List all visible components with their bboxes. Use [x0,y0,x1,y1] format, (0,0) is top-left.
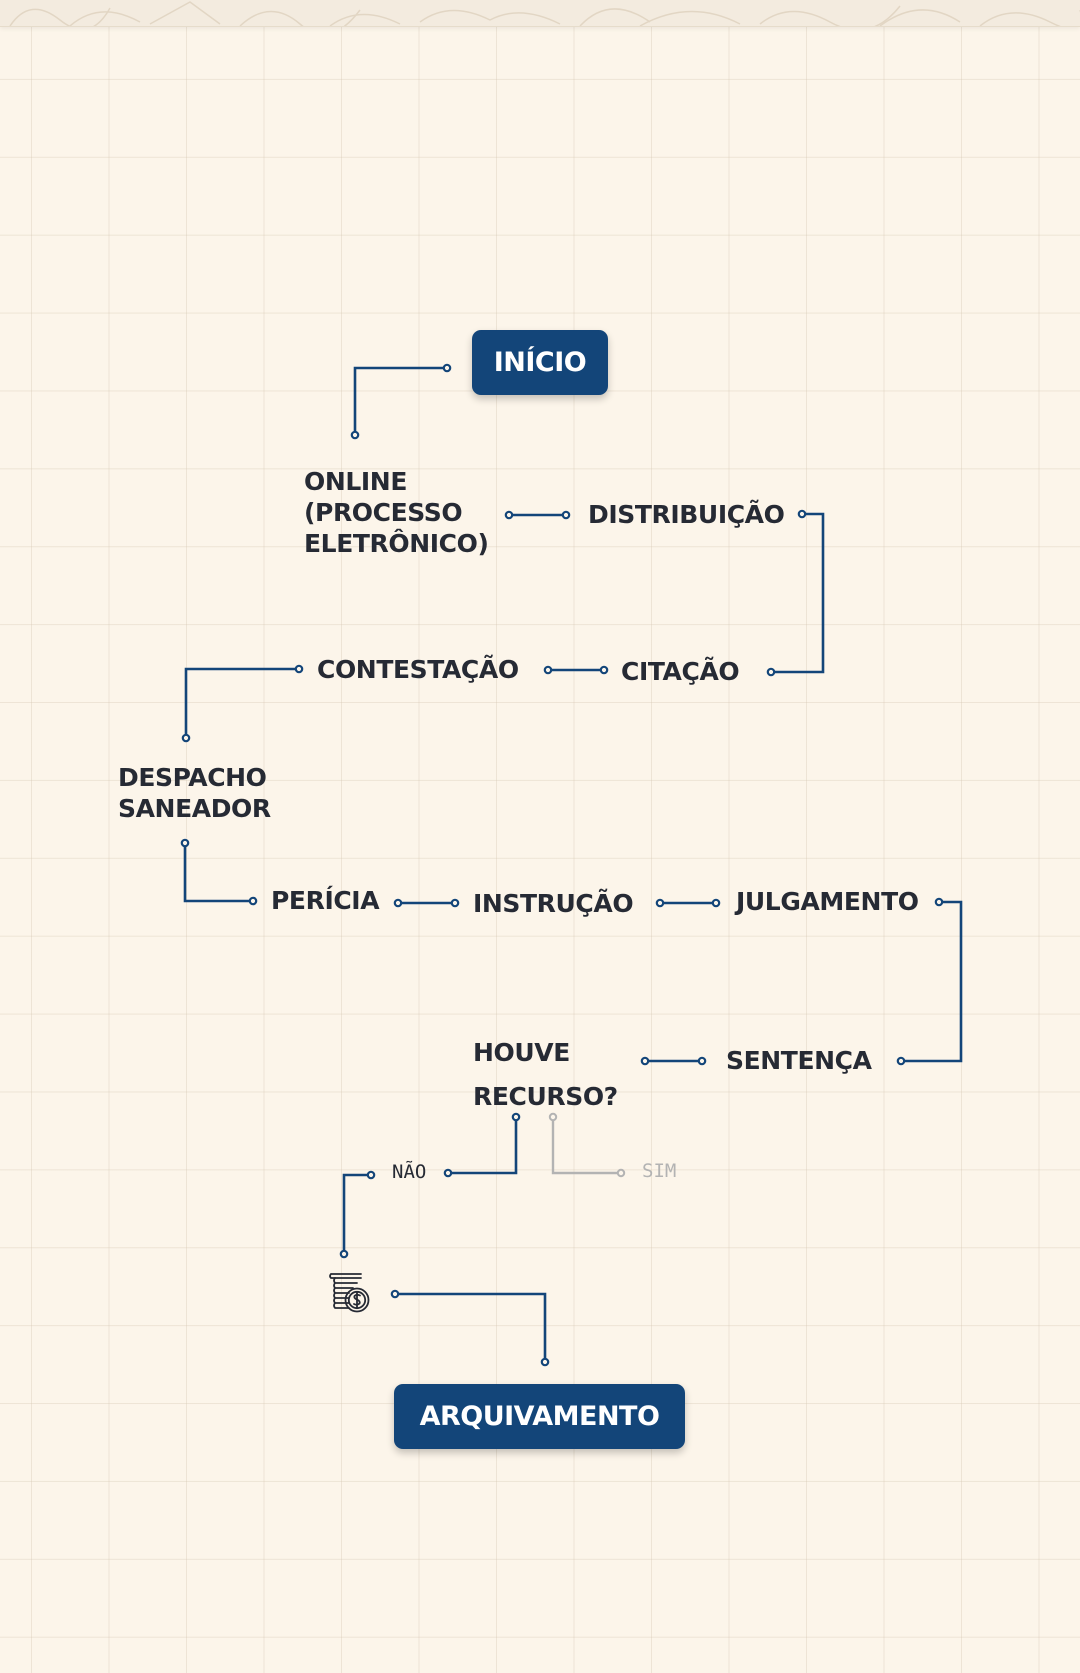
connector-online-distribuicao-start-dot [504,510,514,520]
end-node: ARQUIVAMENTO [394,1384,685,1449]
connector-recurso-sim-end-dot [616,1168,626,1178]
connector-julgamento-sentenca [901,900,963,1063]
step-instrucao: INSTRUÇÃO [473,889,634,918]
step-citacao: CITAÇÃO [621,657,740,686]
connector-pericia-instrucao-end-dot [450,898,460,908]
connector-pericia-instrucao-start-dot [393,898,403,908]
connector-icon-arquivamento [395,1292,547,1362]
connector-contestacao-despacho [184,667,299,738]
step-online: ONLINE (PROCESSO ELETRÔNICO) [304,467,489,558]
connector-instrucao-julgamento-start-dot [655,898,665,908]
connector-despacho-pericia-end-dot [248,896,258,906]
banner-pattern [9,1,1080,26]
step-distribuicao: DISTRIBUIÇÃO [588,500,785,529]
step-contestacao: CONTESTAÇÃO [317,655,519,684]
connector-distribuicao-citacao [771,512,825,674]
connector-despacho-pericia [183,843,253,903]
connector-online-distribuicao-end-dot [561,510,571,520]
branch-label-sim: SIM [642,1160,677,1182]
connector-distribuicao-citacao-start-dot [797,509,807,519]
connector-recurso-nao-start-dot [511,1112,521,1122]
connector-contestacao-despacho-end-dot [181,733,191,743]
connector-nao-icon-end-dot [339,1249,349,1259]
branch-label-nao: NÃO [392,1161,427,1183]
connector-citacao-contestacao-start-dot [599,665,609,675]
end-label: ARQUIVAMENTO [419,1401,660,1432]
connector-recurso-nao-end-dot [443,1168,453,1178]
connector-recurso-sim-start-dot [548,1112,558,1122]
connector-inicio-online-end-dot [350,430,360,440]
connector-recurso-sim [551,1117,621,1175]
start-node: INÍCIO [472,330,608,395]
connector-distribuicao-citacao-end-dot [766,667,776,677]
connector-julgamento-sentenca-start-dot [934,897,944,907]
connector-instrucao-julgamento-end-dot [711,898,721,908]
coins-dollar-icon [329,1273,370,1313]
connector-despacho-pericia-start-dot [180,838,190,848]
step-houve-recurso: HOUVE RECURSO? [473,1038,618,1111]
connector-contestacao-despacho-start-dot [294,664,304,674]
connector-inicio-online [353,366,447,435]
connector-sentenca-recurso-start-dot [697,1056,707,1066]
step-despacho-saneador: DESPACHO SANEADOR [118,763,271,823]
connector-icon-arquivamento-end-dot [540,1357,550,1367]
connector-citacao-contestacao-end-dot [543,665,553,675]
connector-nao-icon [342,1173,371,1254]
connector-nao-icon-start-dot [366,1170,376,1180]
step-julgamento: JULGAMENTO [736,887,919,916]
connector-icon-arquivamento-start-dot [390,1289,400,1299]
start-label: INÍCIO [493,347,587,378]
step-sentenca: SENTENÇA [726,1046,872,1075]
connector-inicio-online-start-dot [442,363,452,373]
connector-sentenca-recurso-end-dot [640,1056,650,1066]
top-decorative-banner [0,0,1080,27]
step-pericia: PERÍCIA [271,886,380,915]
connector-recurso-nao [448,1117,518,1175]
connector-julgamento-sentenca-end-dot [896,1056,906,1066]
